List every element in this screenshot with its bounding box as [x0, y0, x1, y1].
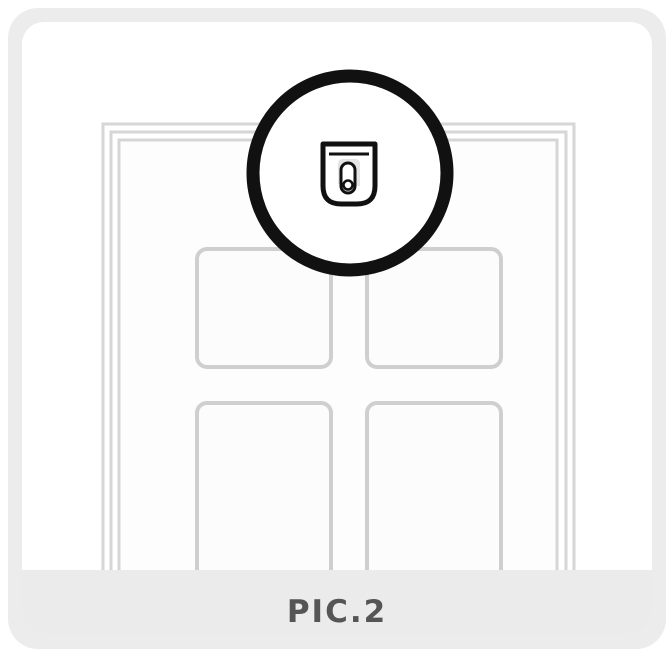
door-sensor-icon [323, 144, 375, 204]
door-panel-bottom-right [367, 403, 501, 582]
figure-frame: PIC.2 [8, 8, 666, 649]
figure-panel: PIC.2 [22, 22, 652, 634]
door-panel-bottom-left [197, 403, 331, 582]
door-illustration [22, 22, 652, 582]
figure-caption: PIC.2 [22, 594, 652, 630]
